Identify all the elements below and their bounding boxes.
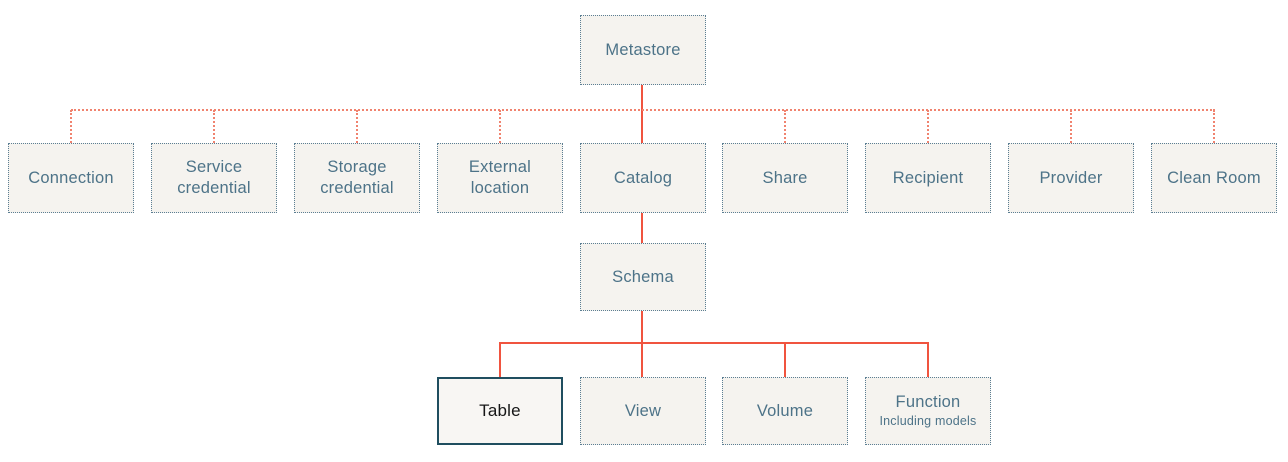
node-recipient: Recipient — [865, 143, 991, 213]
node-label: Clean Room — [1167, 168, 1261, 187]
connector-drop-provider — [1070, 110, 1072, 143]
connector-metastore-to-catalog — [641, 85, 643, 143]
node-sublabel: Including models — [879, 414, 977, 428]
connector-drop-clean-room — [1213, 110, 1215, 143]
connector-children-dotted-bus — [71, 109, 1215, 111]
node-provider: Provider — [1008, 143, 1134, 213]
node-label: Metastore — [605, 40, 681, 59]
connector-drop-connection — [70, 110, 72, 143]
node-label: Function — [895, 393, 961, 412]
node-label: Schema — [612, 267, 674, 286]
node-label: Volume — [756, 401, 814, 420]
node-metastore: Metastore — [580, 15, 706, 85]
connector-drop-share — [784, 110, 786, 143]
connector-catalog-to-schema — [641, 213, 643, 243]
connector-drop-storage-credential — [356, 110, 358, 143]
connector-schema-children-bus — [499, 342, 929, 344]
connector-drop-view — [641, 342, 643, 378]
node-label: Table — [479, 401, 521, 421]
node-storage-credential: Storage credential — [294, 143, 420, 213]
node-catalog: Catalog — [580, 143, 706, 213]
node-share: Share — [722, 143, 848, 213]
node-label: Share — [762, 168, 808, 187]
connector-drop-recipient — [927, 110, 929, 143]
connector-drop-service-credential — [213, 110, 215, 143]
node-label: External location — [468, 158, 532, 197]
connector-drop-table — [499, 342, 501, 378]
connector-schema-stem — [641, 311, 643, 344]
node-table: Table — [437, 377, 563, 445]
node-label: View — [624, 401, 662, 420]
node-label: Recipient — [892, 168, 964, 187]
connector-drop-function — [927, 342, 929, 378]
node-label: Catalog — [613, 168, 673, 187]
node-function: Function Including models — [865, 377, 991, 445]
node-external-location: External location — [437, 143, 563, 213]
node-label: Storage credential — [320, 158, 394, 197]
node-view: View — [580, 377, 706, 445]
node-volume: Volume — [722, 377, 848, 445]
node-label: Provider — [1039, 168, 1103, 187]
node-label: Connection — [28, 168, 114, 187]
node-schema: Schema — [580, 243, 706, 311]
connector-drop-volume — [784, 342, 786, 378]
node-connection: Connection — [8, 143, 134, 213]
node-label: Service credential — [177, 158, 251, 197]
node-clean-room: Clean Room — [1151, 143, 1277, 213]
node-service-credential: Service credential — [151, 143, 277, 213]
connector-drop-external-location — [499, 110, 501, 143]
